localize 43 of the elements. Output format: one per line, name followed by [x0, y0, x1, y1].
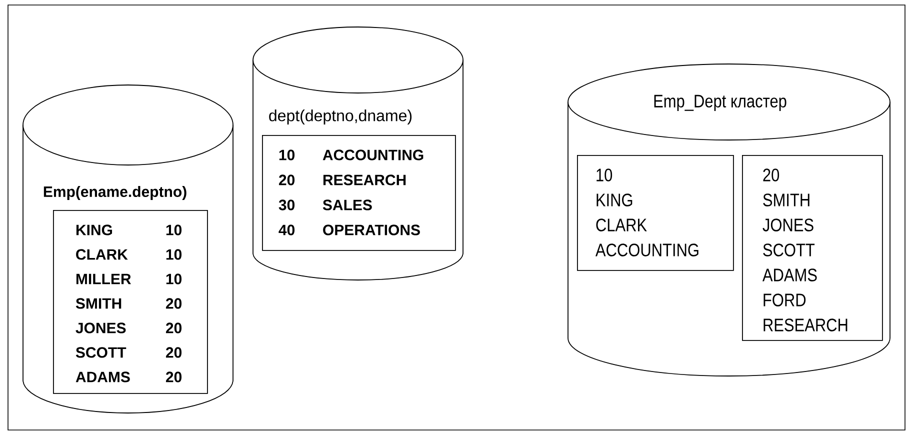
table-cell: ADAMS: [76, 372, 130, 382]
table-cell: 10: [279, 150, 295, 160]
cylinder: [22, 84, 234, 414]
cylinder-label: dept(deptno,dname): [269, 110, 412, 124]
table-cell: SMITH: [763, 194, 810, 206]
table-cell: 20: [166, 347, 182, 358]
table-cell: 10: [596, 168, 612, 182]
cylinder-label: Emp(ename.deptno): [44, 186, 186, 200]
table: [742, 155, 883, 341]
cylinder: [252, 26, 464, 280]
table-cell: CLARK: [76, 249, 128, 260]
table-cell: ACCOUNTING: [322, 150, 424, 160]
table-cell: 10: [166, 274, 182, 284]
table-cell: SCOTT: [763, 244, 815, 256]
table-cell: 20: [166, 372, 182, 382]
table: [577, 155, 734, 271]
table-cell: OPERATIONS: [323, 224, 420, 236]
table-cell: 30: [278, 200, 295, 210]
cylinder: [568, 64, 890, 376]
table-cell: ACCOUNTING: [595, 244, 698, 256]
table-cell: RESEARCH: [764, 318, 848, 332]
table: [262, 135, 456, 251]
table: [53, 210, 208, 394]
table-cell: 10: [166, 249, 182, 260]
table-cell: SCOTT: [76, 347, 126, 358]
table-cell: JONES: [76, 322, 126, 334]
table-cell: KING: [596, 194, 632, 206]
table-cell: JONES: [762, 218, 814, 232]
table-cell: 20: [166, 322, 182, 334]
table-cell: SMITH: [76, 298, 122, 309]
table-cell: 20: [763, 168, 780, 182]
cylinder-label: Emp_Dept кластер: [654, 94, 786, 112]
table-cell: SALES: [322, 200, 372, 210]
table-cell: CLARK: [596, 218, 647, 232]
table-cell: ADAMS: [762, 268, 817, 282]
table-cell: 20: [166, 298, 182, 309]
table-cell: RESEARCH: [323, 174, 406, 186]
table-cell: KING: [76, 224, 112, 236]
table-cell: 10: [166, 224, 182, 236]
table-cell: 40: [278, 224, 295, 236]
table-cell: FORD: [764, 294, 806, 306]
table-cell: 20: [278, 174, 295, 186]
table-cell: MILLER: [76, 274, 131, 284]
